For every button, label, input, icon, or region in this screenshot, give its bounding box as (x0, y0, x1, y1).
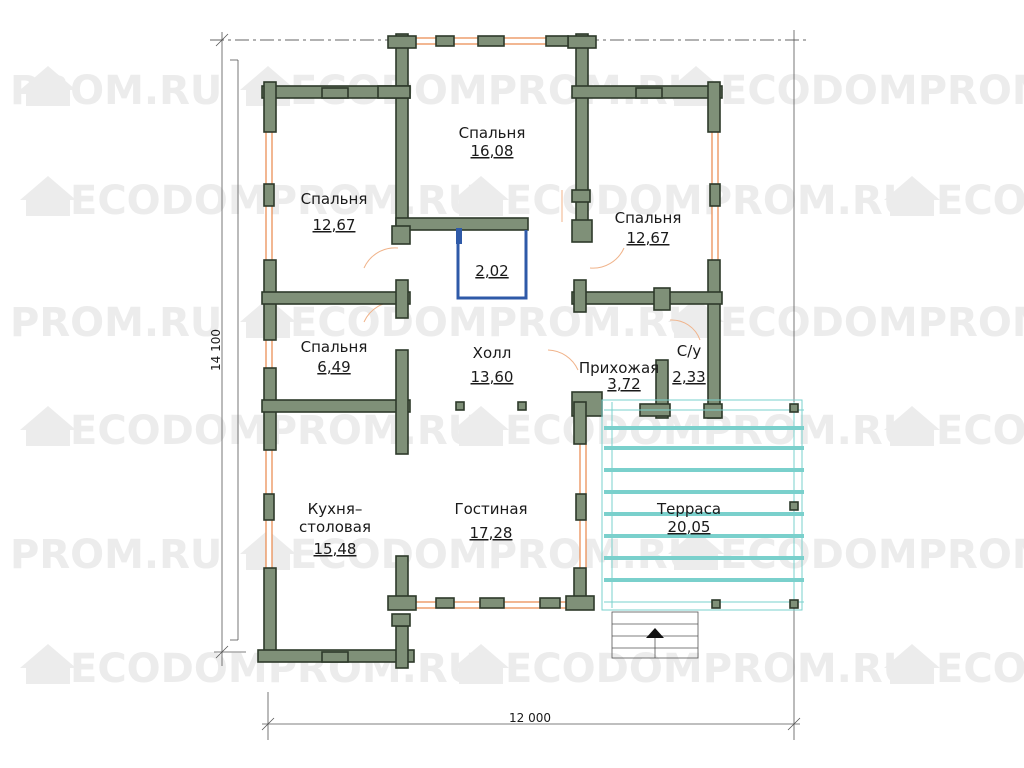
room-name-line: Кухня– (308, 500, 363, 518)
room-name-bedroom-2: Спальня (301, 190, 368, 208)
room-name-line: столовая (299, 518, 371, 536)
room-name-terrace: Терраса (656, 500, 721, 518)
watermark-text: ECODOMPROM.RU (720, 300, 1024, 346)
watermark-text: PROM.RU (10, 68, 222, 114)
room-name-bedroom-1: Спальня (459, 124, 526, 142)
dimension-height-label: 14 100 (209, 329, 223, 371)
watermark-text: ECODOMPROM.RU (70, 178, 480, 224)
watermark-text: PROM.RU (10, 300, 222, 346)
room-name-kitchen: Кухня–столовая (299, 500, 371, 536)
room-area-bedroom-3: 12,67 (627, 229, 670, 247)
room-name-hall: Холл (473, 344, 512, 362)
room-area-living: 17,28 (470, 524, 513, 542)
watermark-text: ECODOMPROM.RU (505, 646, 915, 692)
room-name-bathroom: С/у (677, 342, 702, 360)
room-name-bedroom-4: Спальня (301, 338, 368, 356)
watermark-text: ECO (936, 646, 1024, 692)
room-area-bedroom-1: 16,08 (471, 142, 514, 160)
watermark-layer: PROM.RU ECODOMPROM.RU ECODOMPROM.RU ECOD… (10, 66, 1024, 692)
entrance-arrow-icon (646, 628, 664, 638)
watermark-text: ECODOMPROM.RU (290, 300, 700, 346)
room-area-terrace: 20,05 (668, 518, 711, 536)
room-area-bedroom-4: 6,49 (317, 358, 350, 376)
room-name-entrance: Прихожая (579, 359, 659, 377)
watermark-text: ECODOMPROM.RU (720, 68, 1024, 114)
room-name-bedroom-3: Спальня (615, 209, 682, 227)
room-area-closet: 2,02 (475, 262, 508, 280)
room-name-living: Гостиная (454, 500, 527, 518)
walls (257, 33, 723, 669)
room-area-entrance: 3,72 (607, 375, 640, 393)
terrace (601, 399, 804, 611)
watermark-text: PROM.RU (10, 532, 222, 578)
room-area-hall: 13,60 (471, 368, 514, 386)
closet-outline (456, 228, 528, 300)
watermark-text: ECODOMPROM.RU (720, 532, 1024, 578)
room-area-kitchen: 15,48 (314, 540, 357, 558)
dimension-lines (210, 30, 806, 740)
room-area-bathroom: 2,33 (672, 368, 705, 386)
room-labels: Спальня 16,08 Спальня 12,67 Спальня 12,6… (299, 124, 721, 558)
watermark-text: ECO (936, 408, 1024, 454)
room-area-bedroom-2: 12,67 (313, 216, 356, 234)
porch-steps (611, 611, 699, 659)
dimension-width-label: 12 000 (509, 711, 551, 725)
watermark-text: ECO (936, 178, 1024, 224)
watermark-text: ECODOMPROM.RU (290, 532, 700, 578)
